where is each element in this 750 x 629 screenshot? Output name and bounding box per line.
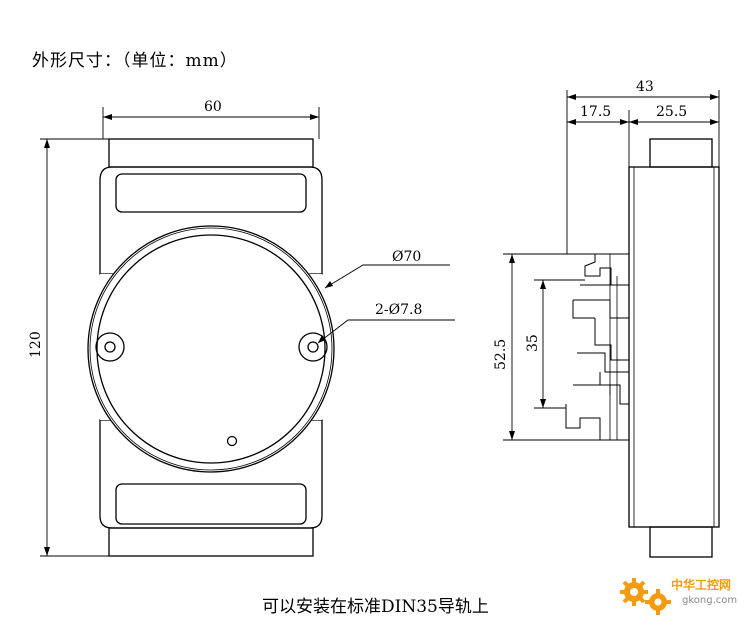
status-led bbox=[226, 435, 238, 447]
overall-width-label: 43 bbox=[636, 79, 654, 95]
page-title: 外形尺寸：（单位：mm） bbox=[32, 51, 238, 71]
din-clip-top bbox=[584, 253, 629, 286]
watermark-brand: 中华工控网 bbox=[671, 577, 731, 592]
hole-leader bbox=[317, 319, 455, 344]
top-terminal-block bbox=[108, 138, 314, 168]
hole-dim-label: 2-Ø7.8 bbox=[375, 302, 422, 318]
circle-leader bbox=[324, 264, 450, 289]
din-clip-bottom bbox=[565, 404, 629, 441]
rail-height-label: 52.5 bbox=[493, 339, 509, 370]
installation-caption: 可以安装在标准DIN35导轨上 bbox=[262, 597, 489, 617]
right-part-label: 25.5 bbox=[656, 104, 687, 120]
side-main-body bbox=[628, 166, 720, 528]
left-part-label: 17.5 bbox=[580, 104, 611, 120]
upper-label-window bbox=[115, 173, 307, 213]
width-dim-label: 60 bbox=[204, 99, 222, 115]
circle-dim-label: Ø70 bbox=[392, 249, 421, 265]
side-bottom-terminal bbox=[649, 526, 713, 558]
right-mounting-hole bbox=[298, 332, 328, 362]
gear-icon bbox=[620, 578, 671, 615]
watermark: 中华工控网 gkong.com bbox=[620, 577, 737, 615]
left-mounting-hole bbox=[95, 332, 125, 362]
bottom-terminal-block bbox=[108, 527, 314, 557]
height-dim-label: 120 bbox=[28, 331, 44, 358]
rail-inner-label: 35 bbox=[525, 334, 541, 352]
watermark-site: gkong.com bbox=[682, 595, 737, 606]
inner-circle bbox=[96, 234, 326, 464]
lower-label-window bbox=[115, 483, 307, 525]
lower-housing bbox=[99, 419, 323, 529]
side-top-terminal bbox=[649, 138, 713, 168]
side-view bbox=[503, 90, 720, 558]
front-view bbox=[40, 107, 455, 557]
outer-circle bbox=[87, 225, 335, 473]
